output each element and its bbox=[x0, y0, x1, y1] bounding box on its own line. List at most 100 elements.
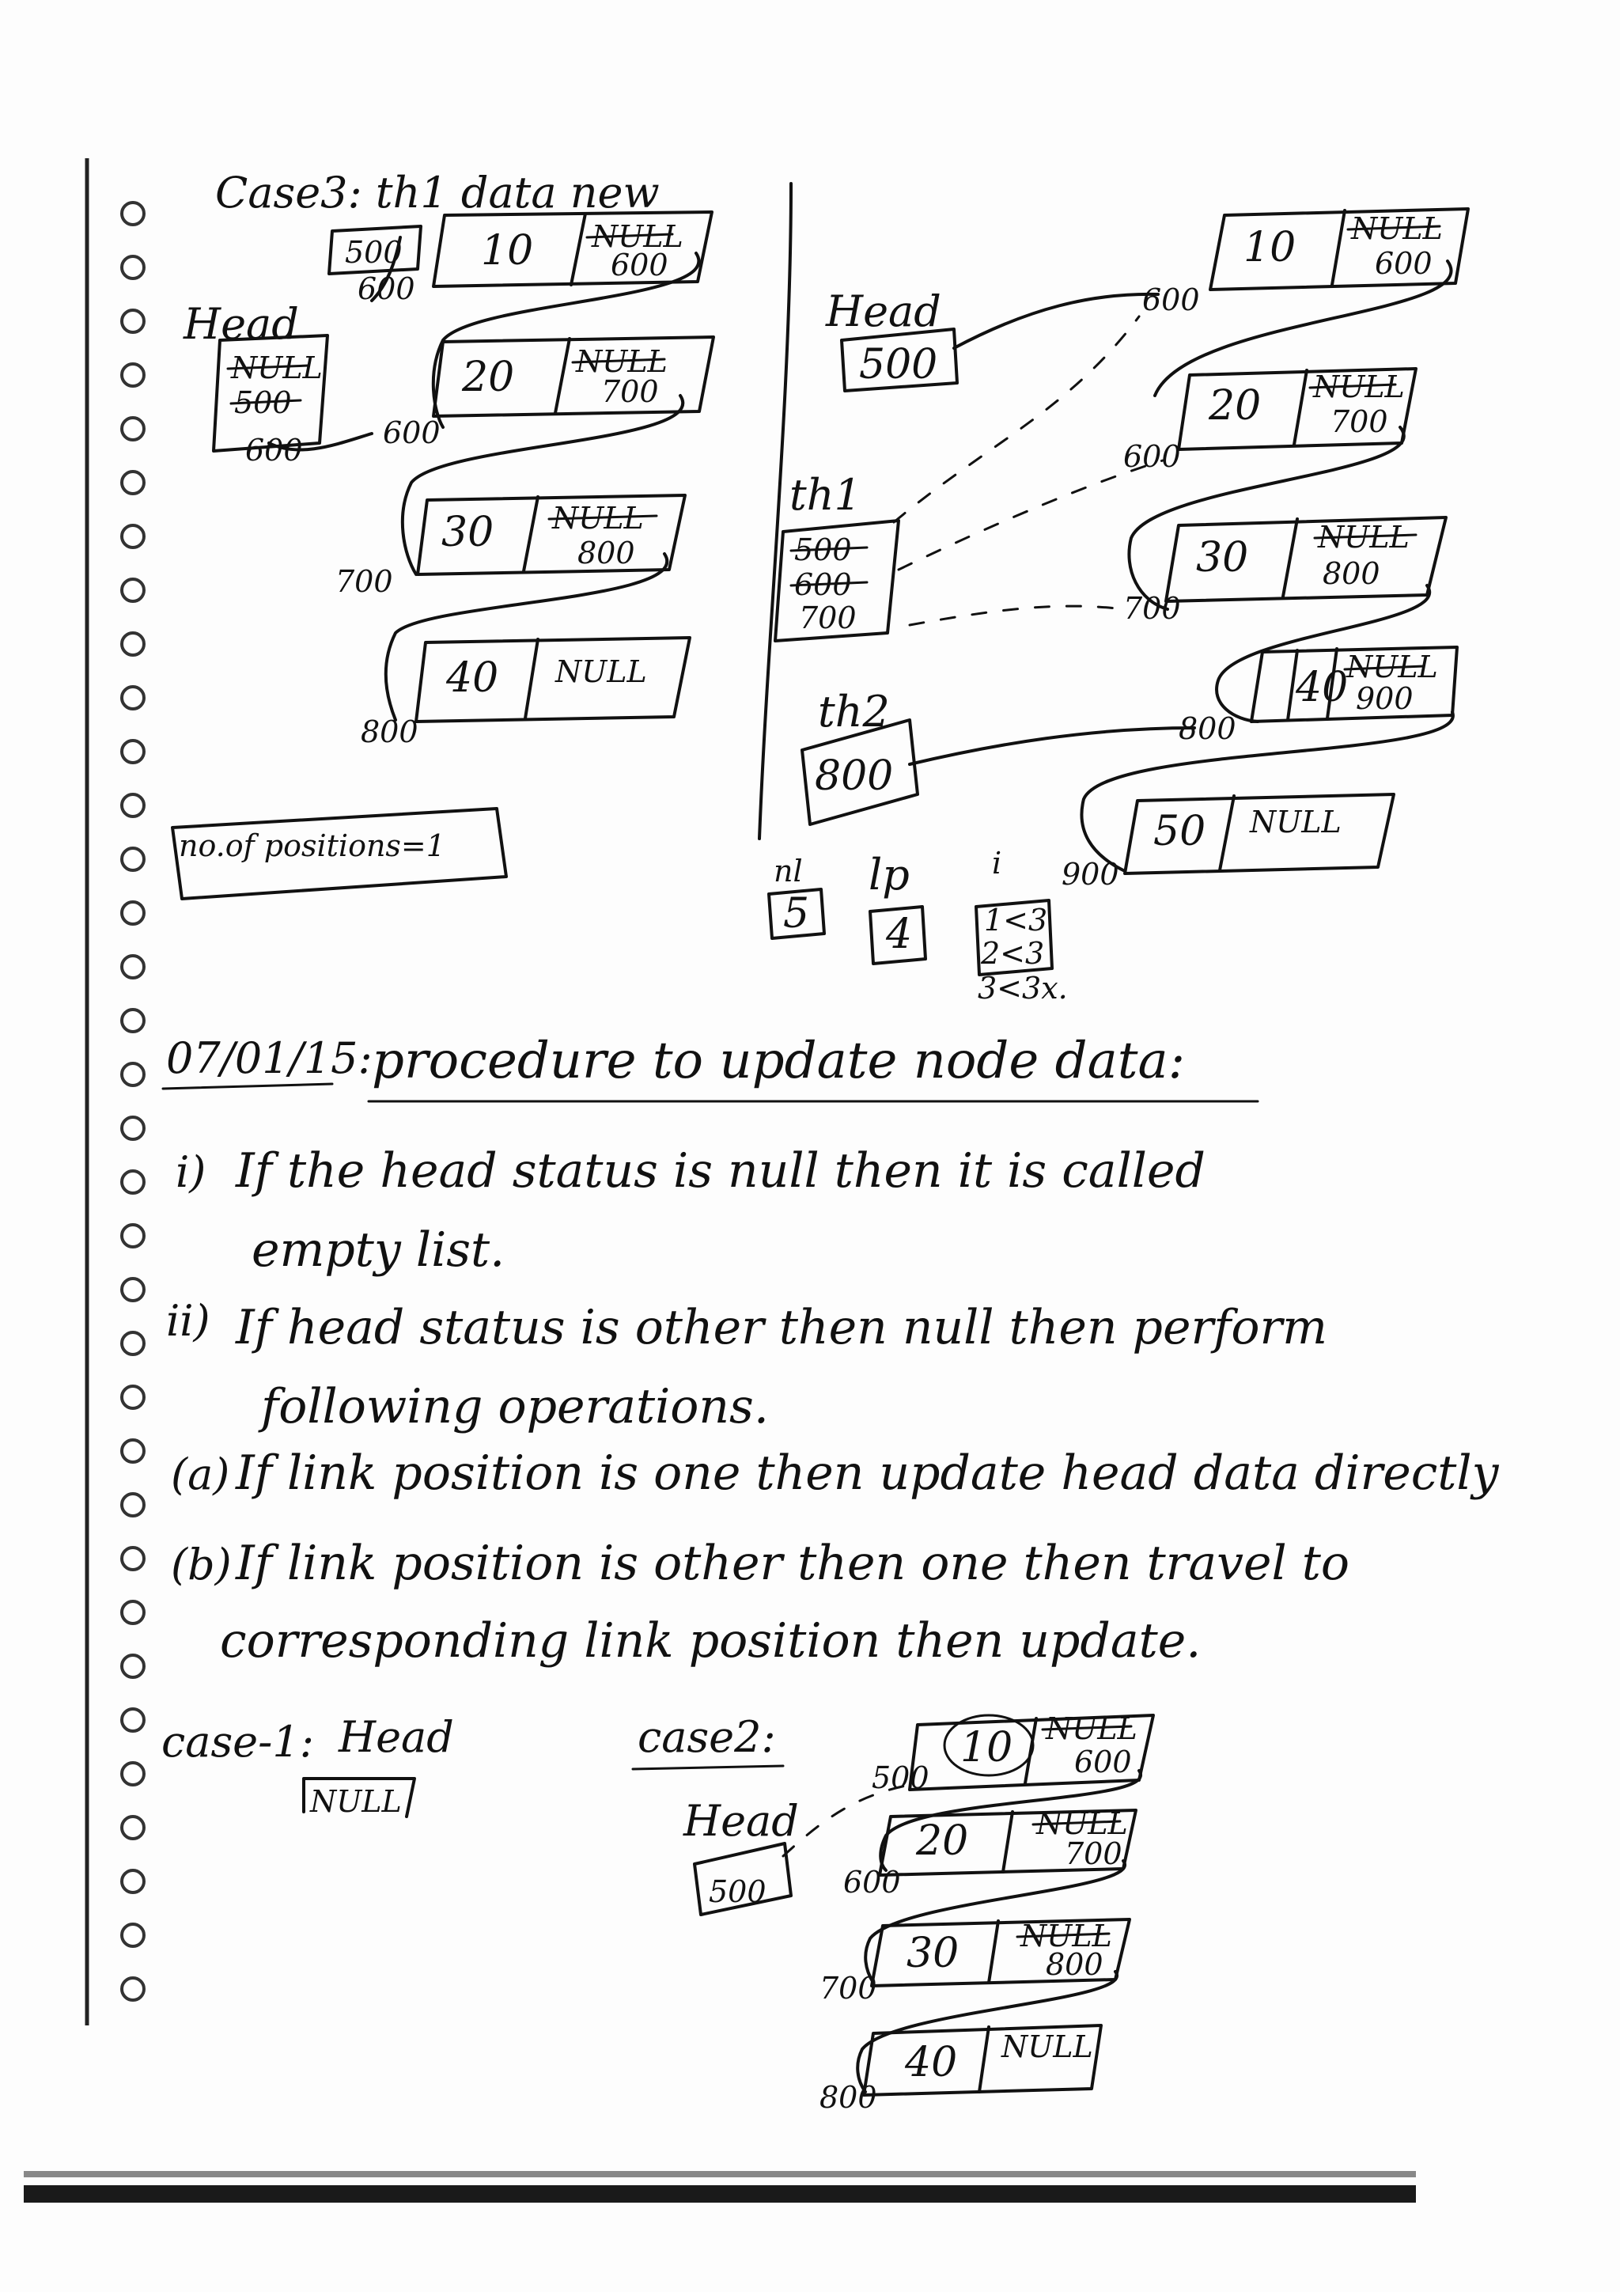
tr-addr-700: 700 bbox=[1123, 591, 1181, 626]
case2-head-box bbox=[693, 1842, 793, 1916]
case2-title: case2: bbox=[638, 1712, 776, 1762]
case3-title: Case3: th1 data new bbox=[215, 168, 660, 218]
tl-node-20-link-new: 700 bbox=[601, 374, 659, 409]
tl-node-10-data: 10 bbox=[481, 227, 533, 275]
point-a-marker: (a) bbox=[171, 1449, 229, 1499]
section-title: procedure to update node data: bbox=[372, 1032, 1185, 1090]
lp-box bbox=[869, 905, 927, 965]
i-box bbox=[975, 899, 1054, 976]
i-label: i bbox=[992, 846, 1001, 881]
case2-node-30-link-new: 800 bbox=[1046, 1947, 1103, 1982]
th1-700: 700 bbox=[799, 601, 857, 635]
tr-node-30 bbox=[1164, 516, 1448, 603]
case1: case-1: Head NULL bbox=[161, 1712, 454, 1819]
th1-box bbox=[774, 519, 900, 642]
scan-edge-strip bbox=[24, 2171, 1416, 2177]
section-date: 07/01/15: bbox=[166, 1033, 373, 1083]
tl-node-10-link-new: 600 bbox=[611, 248, 668, 282]
tr-node-50 bbox=[1123, 793, 1395, 875]
case2-node-10-link-new: 600 bbox=[1074, 1745, 1132, 1779]
th2-value: 800 bbox=[815, 752, 893, 800]
tr-node-40-data: 40 bbox=[1295, 664, 1348, 711]
tl-addr-800: 800 bbox=[361, 714, 418, 749]
tl-node-30-data: 30 bbox=[441, 509, 494, 556]
case2-node-10-circle bbox=[943, 1714, 1035, 1777]
lp-label: lp bbox=[869, 850, 910, 900]
tr-head-value: 500 bbox=[859, 341, 937, 388]
nl-label: nl bbox=[774, 854, 803, 888]
case2-addr-600: 600 bbox=[843, 1865, 901, 1900]
i-value-1: 1<3 bbox=[984, 903, 1047, 938]
point-1-cont: empty list. bbox=[252, 1222, 505, 1278]
case2-node-20-link-new: 700 bbox=[1065, 1836, 1122, 1871]
th2-box bbox=[801, 718, 919, 826]
case1-head-value: NULL bbox=[309, 1784, 402, 1819]
case2: case2: Head 500 500 10 NULL 600 20 NULL … bbox=[631, 1711, 1155, 2115]
i-value-2: 2<3 bbox=[980, 936, 1044, 971]
tl-node-10 bbox=[432, 210, 713, 288]
i-value-3: 3<3x. bbox=[978, 971, 1068, 1006]
binding-holes bbox=[120, 201, 146, 2002]
tl-node-30 bbox=[416, 494, 687, 576]
point-a-text: If link position is one then update head… bbox=[235, 1445, 1500, 1501]
case2-node-10-data: 10 bbox=[960, 1724, 1012, 1771]
tr-addr-600a: 600 bbox=[1142, 282, 1200, 317]
point-1-text: If the head status is null then it is ca… bbox=[235, 1143, 1206, 1199]
tr-node-30-link-new: 800 bbox=[1323, 556, 1380, 591]
point-b-cont: corresponding link position then update. bbox=[220, 1613, 1201, 1669]
case2-addr-800: 800 bbox=[819, 2080, 877, 2115]
tr-node-20-link-new: 700 bbox=[1330, 404, 1388, 439]
procedure-points: i) If the head status is null then it is… bbox=[166, 1143, 1500, 1669]
case1-head-label: Head bbox=[338, 1712, 454, 1762]
th1-label: th1 bbox=[789, 470, 861, 520]
nl-value: 5 bbox=[783, 890, 809, 938]
tr-head-label: Head bbox=[825, 286, 941, 336]
point-b-marker: (b) bbox=[171, 1540, 232, 1589]
lp-value: 4 bbox=[885, 911, 912, 958]
tr-node-10 bbox=[1209, 207, 1470, 291]
point-b-text: If link position is other then one then … bbox=[235, 1536, 1349, 1591]
tl-node-40 bbox=[414, 636, 691, 723]
point-2-cont: following operations. bbox=[258, 1379, 769, 1434]
case2-node-40-data: 40 bbox=[904, 2039, 957, 2086]
tl-addr-600: 600 bbox=[383, 415, 441, 450]
top-left-diagram: Case3: th1 data new 500 600 10 NULL 600 … bbox=[171, 168, 715, 900]
case2-addr-700: 700 bbox=[819, 1971, 877, 2006]
tl-node-20-data: 20 bbox=[461, 354, 514, 401]
top-right-diagram: 10 NULL 600 Head 500 20 NULL 700 th1 500… bbox=[767, 207, 1470, 1006]
tl-head-label: Head bbox=[183, 299, 299, 349]
tr-node-10-link-new: 600 bbox=[1375, 246, 1433, 281]
top-ref-600: 600 bbox=[358, 271, 415, 306]
point-2-marker: ii) bbox=[166, 1296, 210, 1346]
tl-node-40-data: 40 bbox=[445, 654, 498, 702]
tl-node-30-link-new: 800 bbox=[577, 536, 635, 570]
tr-node-40-link-new: 900 bbox=[1356, 681, 1414, 716]
case2-head-label: Head bbox=[683, 1796, 799, 1846]
tr-addr-600b: 600 bbox=[1123, 439, 1181, 474]
point-2-text: If head status is other then null then p… bbox=[235, 1300, 1327, 1355]
nl-box bbox=[767, 888, 826, 940]
tr-node-30-data: 30 bbox=[1196, 534, 1248, 582]
case2-node-30-data: 30 bbox=[907, 1930, 959, 1977]
point-1-marker: i) bbox=[176, 1147, 206, 1197]
column-divider bbox=[758, 182, 793, 840]
positions-text: no.of positions=1 bbox=[179, 828, 445, 863]
case2-head-value: 500 bbox=[709, 1874, 766, 1909]
section-heading: 07/01/15: procedure to update node data: bbox=[161, 1032, 1259, 1103]
tr-node-20-data: 20 bbox=[1208, 382, 1261, 430]
tl-node-40-link: NULL bbox=[555, 654, 647, 689]
case2-node-40 bbox=[862, 2024, 1103, 2097]
tr-node-50-link: NULL bbox=[1249, 805, 1342, 839]
tr-node-10-data: 10 bbox=[1243, 224, 1296, 271]
tr-head-box bbox=[840, 328, 959, 392]
tl-node-20 bbox=[432, 335, 715, 418]
positions-box bbox=[171, 807, 508, 900]
scan-edge-bar bbox=[24, 2185, 1416, 2203]
case2-node-20-data: 20 bbox=[915, 1817, 968, 1865]
tl-head-box bbox=[212, 334, 329, 453]
case2-node-40-link: NULL bbox=[1001, 2029, 1093, 2064]
tl-addr-700: 700 bbox=[335, 564, 393, 599]
case1-title: case-1: bbox=[161, 1717, 314, 1767]
